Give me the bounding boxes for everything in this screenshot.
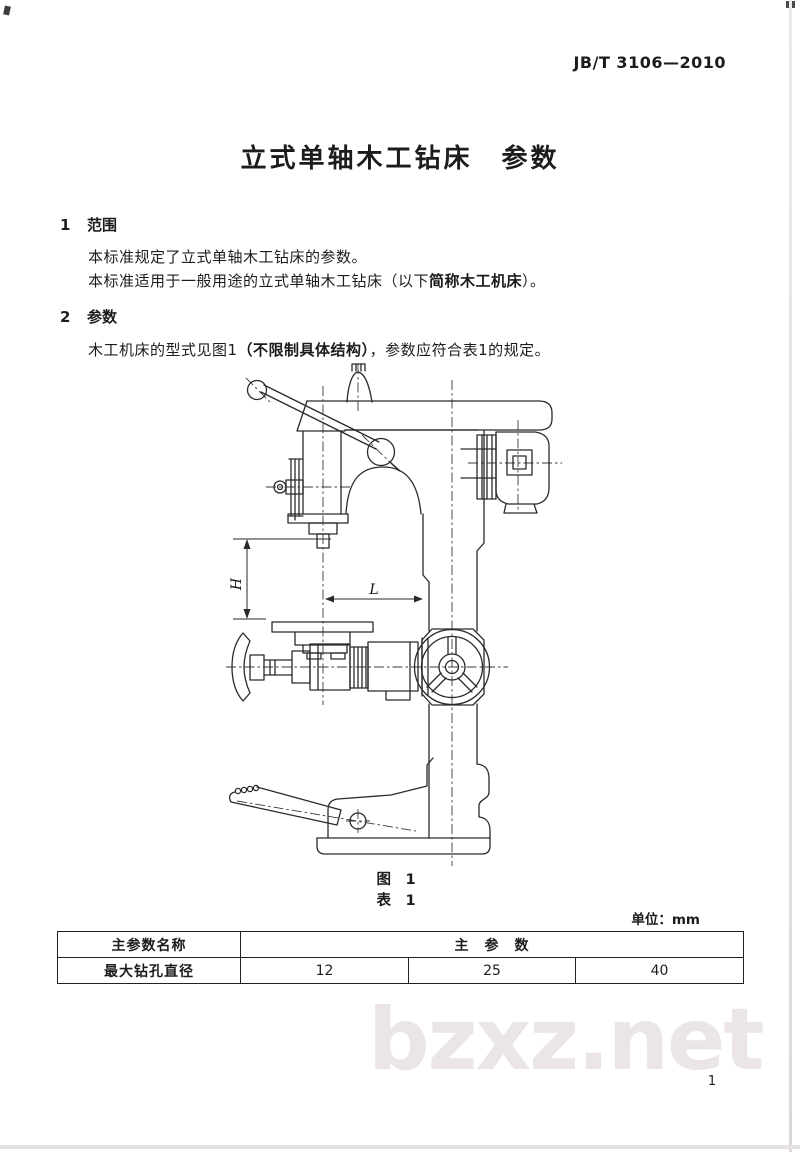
table-row: 最大钻孔直径 12 25 40 [57, 957, 745, 984]
section-1-number: 1 [60, 216, 71, 234]
section-2-heading: 2 参数 [60, 306, 117, 327]
dimension-label-l: L [368, 582, 378, 598]
figure-machine-outline [228, 363, 553, 855]
table-header-name: 主参数名称 [57, 931, 241, 958]
scan-edge-bottom [0, 1145, 800, 1149]
section-2-number: 2 [60, 308, 71, 326]
table-cell-value-3: 40 [574, 957, 745, 984]
table-cell-parameter-name: 最大钻孔直径 [57, 957, 241, 984]
scope-2-text: 本标准适用于一般用途的立式单轴木工钻床（以下 [88, 272, 430, 290]
scan-edge-right [789, 0, 792, 1152]
figure-drill-press-drawing: H L [226, 363, 562, 866]
section-1-title: 范围 [87, 216, 118, 234]
paragraph-scope-1: 本标准规定了立式单轴木工钻床的参数。 [88, 248, 368, 266]
paragraph-parameters: 木工机床的型式见图1（不限制具体结构），参数应符合表1的规定。 [88, 339, 550, 360]
figure-centerlines [226, 364, 562, 866]
scope-2-bold: 简称木工机床 [429, 272, 523, 290]
paragraph-scope-2: 本标准适用于一般用途的立式单轴木工钻床（以下简称木工机床）。 [88, 270, 546, 291]
section-2-title: 参数 [87, 308, 118, 326]
parameters-table: 主参数名称 主 参 数 最大钻孔直径 12 25 40 [57, 931, 745, 984]
params-text: 木工机床的型式见图1 [88, 341, 238, 359]
page-number: 1 [707, 1074, 717, 1089]
watermark: bzxz.net [368, 990, 764, 1090]
table-header-values: 主 参 数 [239, 931, 745, 958]
table-header-row: 主参数名称 主 参 数 [57, 931, 745, 958]
table-cell-value-2: 25 [408, 957, 576, 984]
scope-2-end: ）。 [522, 272, 546, 290]
table-caption: 表 1 [376, 893, 416, 909]
params-end: ，参数应符合表1的规定。 [369, 341, 551, 359]
figure-dimensions [233, 538, 423, 620]
dimension-label-h: H [229, 577, 245, 591]
figure-caption: 图 1 [376, 872, 416, 888]
table-cell-value-1: 12 [240, 957, 409, 984]
params-bold: （不限制具体结构） [237, 341, 370, 359]
document-title: 立式单轴木工钻床 参数 [240, 144, 560, 174]
section-1-heading: 1 范围 [60, 214, 117, 235]
unit-label: 单位：mm [631, 912, 700, 928]
standard-code: JB/T 3106—2010 [573, 53, 726, 72]
